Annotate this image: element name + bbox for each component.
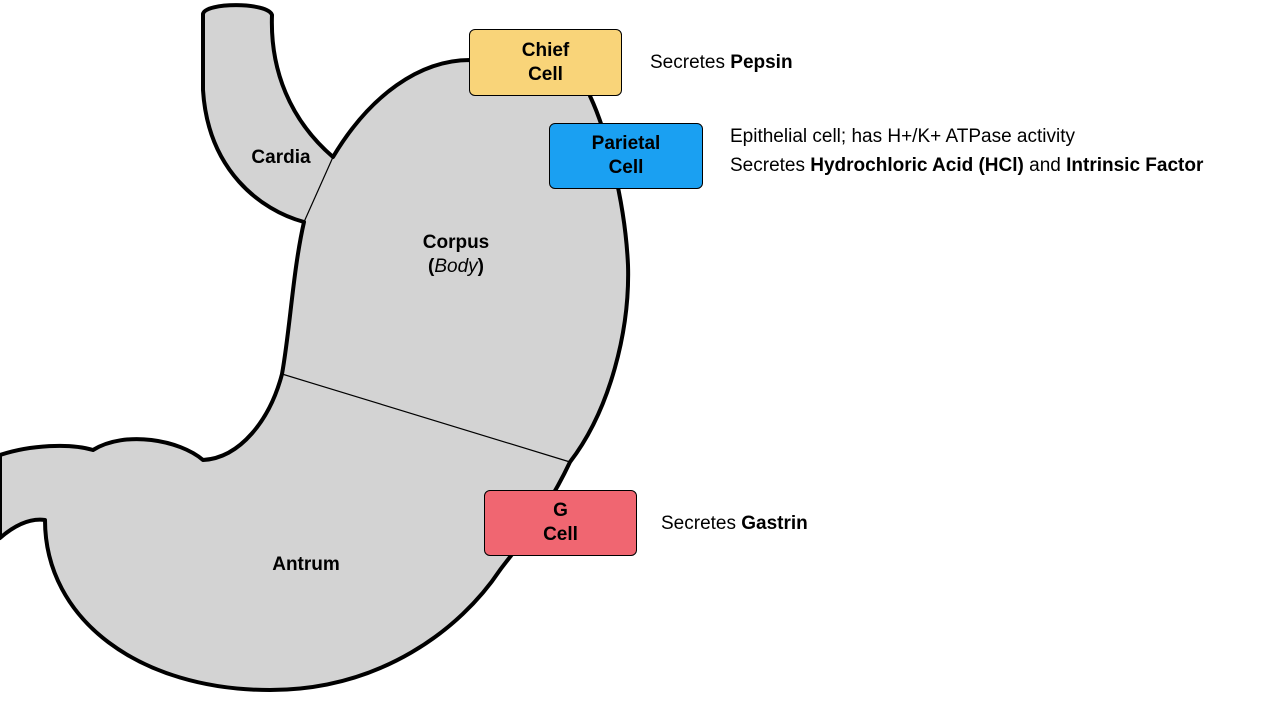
- corpus-antrum-divider: [281, 373, 571, 463]
- g-cell-line2: Cell: [543, 524, 578, 545]
- g-cell-line1: G: [553, 500, 568, 521]
- chief-desc-prefix: Secretes: [650, 52, 731, 73]
- parietal-desc-mid: and: [1023, 155, 1067, 176]
- chief-cell-box: Chief Cell: [469, 29, 622, 96]
- antrum-label: Antrum: [272, 554, 340, 575]
- corpus-label: Corpus: [423, 232, 490, 253]
- corpus-sub-label: (Body): [428, 256, 484, 277]
- parietal-cell-line2: Cell: [608, 157, 644, 178]
- parietal-desc-line1: Epithelial cell; has H+/K+ ATPase activi…: [730, 126, 1075, 147]
- cardia-label: Cardia: [251, 147, 311, 168]
- g-cell-box: G Cell: [484, 490, 637, 556]
- parietal-desc-bold-if: Intrinsic Factor: [1066, 155, 1204, 176]
- parietal-cell-box: Parietal Cell: [549, 123, 703, 189]
- chief-desc-bold: Pepsin: [730, 52, 793, 73]
- parietal-cell-description-line1: Epithelial cell; has H+/K+ ATPase activi…: [730, 125, 1075, 149]
- g-cell-description: Secretes Gastrin: [661, 512, 808, 536]
- chief-cell-description: Secretes Pepsin: [650, 51, 793, 75]
- parietal-desc-prefix: Secretes: [730, 155, 811, 176]
- parietal-desc-bold-hcl: Hydrochloric Acid (HCl): [810, 155, 1024, 176]
- parietal-cell-description-line2: Secretes Hydrochloric Acid (HCl) and Int…: [730, 154, 1203, 178]
- chief-cell-line2: Cell: [528, 63, 563, 85]
- stomach-outline: [0, 3, 631, 692]
- cardia-corpus-divider: [303, 156, 334, 223]
- g-desc-prefix: Secretes: [661, 513, 742, 534]
- chief-cell-line1: Chief: [521, 39, 570, 61]
- parietal-cell-line1: Parietal: [591, 133, 661, 154]
- g-desc-bold: Gastrin: [741, 513, 808, 534]
